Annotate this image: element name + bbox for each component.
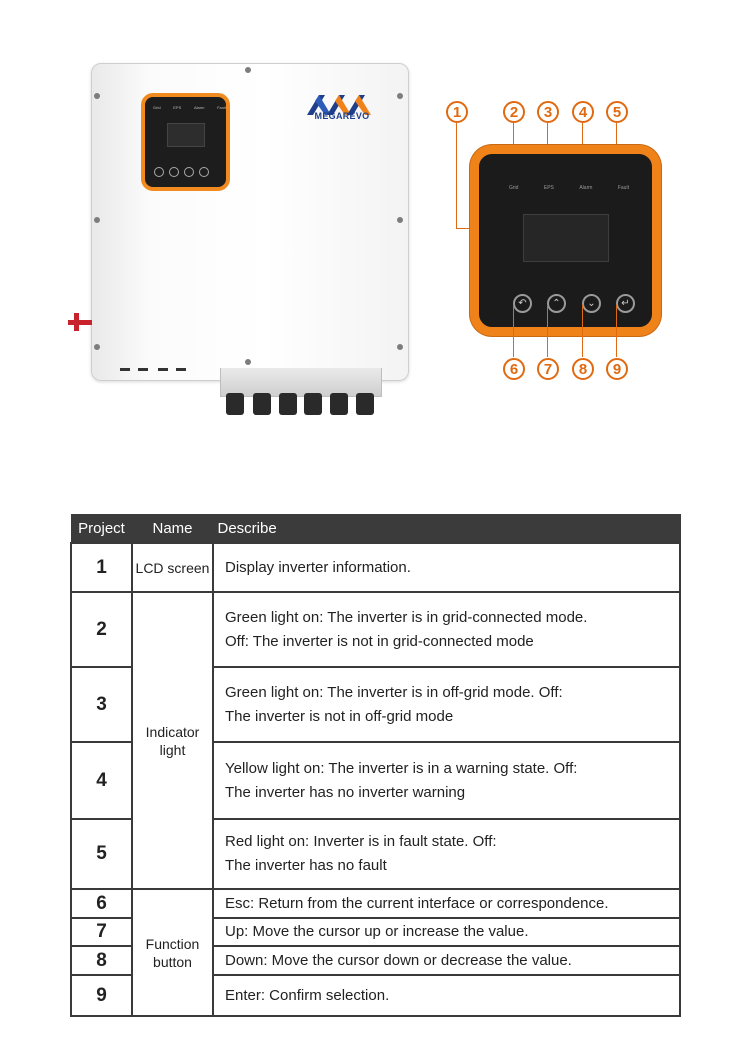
indicator-label-grid: Grid (509, 185, 519, 191)
screw (94, 344, 100, 350)
chevron-down-icon: ⌄ (582, 294, 601, 313)
item-description: Enter: Confirm selection. (212, 974, 681, 1017)
project-number: 7 (70, 917, 133, 947)
callout-4: 4 (572, 101, 594, 123)
callout-1: 1 (446, 101, 468, 123)
item-description: Esc: Return from the current interface o… (212, 888, 681, 919)
callout-8: 8 (572, 358, 594, 380)
enter-icon: ↵ (616, 294, 635, 313)
leader-line (547, 305, 548, 357)
project-number: 9 (70, 974, 133, 1017)
callout-6: 6 (503, 358, 525, 380)
table-row: 6 Function button Esc: Return from the c… (70, 888, 681, 1017)
item-name: Indicator light (131, 591, 214, 890)
leader-line (616, 305, 617, 357)
chevron-up-icon: ⌃ (547, 294, 566, 313)
indicator-labels: Grid EPS Alarm Fault (153, 105, 226, 110)
item-description: Display inverter information. (212, 542, 681, 593)
item-description: Red light on: Inverter is in fault state… (212, 818, 681, 890)
project-number: 5 (70, 818, 133, 890)
callout-5: 5 (606, 101, 628, 123)
table-row: 2 Indicator light Green light on: The in… (70, 591, 681, 890)
project-number: 2 (70, 591, 133, 668)
indicator-label-eps: EPS (173, 105, 182, 110)
item-name: Function button (131, 888, 214, 1017)
project-number: 4 (70, 741, 133, 820)
table-row: 5 Red light on: Inverter is in fault sta… (70, 818, 681, 890)
item-name: LCD screen (131, 542, 214, 593)
display-panel-closeup: Grid EPS Alarm Fault ↶ ⌃ ⌄ ↵ (470, 145, 661, 336)
leader-line (513, 305, 514, 357)
indicator-label-fault: Fault (617, 185, 629, 191)
table-row: 9 Enter: Confirm selection. (70, 974, 681, 1017)
table-row: 7 Up: Move the cursor up or increase the… (70, 917, 681, 947)
item-description: Down: Move the cursor down or decrease t… (212, 945, 681, 976)
leader-line (456, 123, 457, 229)
project-number: 1 (70, 542, 133, 593)
screw (94, 93, 100, 99)
project-number: 6 (70, 888, 133, 919)
ground-terminal (68, 313, 92, 331)
table-row: 3 Green light on: The inverter is in off… (70, 666, 681, 743)
indicator-labels-closeup: Grid EPS Alarm Fault (509, 185, 629, 191)
screw (94, 217, 100, 223)
indicator-label-alarm: Alarm (193, 105, 205, 110)
project-number: 3 (70, 666, 133, 743)
callout-3: 3 (537, 101, 559, 123)
lcd-screen (167, 123, 205, 147)
lcd-screen-closeup (523, 214, 609, 262)
back-arrow-icon: ↶ (513, 294, 532, 313)
screw (245, 67, 251, 73)
screw (245, 359, 251, 365)
indicator-label-fault: Fault (217, 105, 226, 110)
screw (397, 217, 403, 223)
screw (397, 93, 403, 99)
table-row: 4 Yellow light on: The inverter is in a … (70, 741, 681, 820)
table-header-row: Project Name Describe (70, 514, 681, 544)
project-number: 8 (70, 945, 133, 976)
down-button (184, 167, 194, 177)
table-row: 1 LCD screen Display inverter informatio… (70, 542, 681, 593)
enter-button (199, 167, 209, 177)
table-row: 8 Down: Move the cursor down or decrease… (70, 945, 681, 976)
screw (397, 344, 403, 350)
item-description: Green light on: The inverter is in off-g… (212, 666, 681, 743)
leader-line (582, 305, 583, 357)
callout-2: 2 (503, 101, 525, 123)
panel-buttons (154, 167, 209, 177)
item-description: Yellow light on: The inverter is in a wa… (212, 741, 681, 820)
brand-name: MEGAREVO (314, 111, 370, 121)
up-button (169, 167, 179, 177)
indicator-label-grid: Grid (153, 105, 161, 110)
indicator-label-alarm: Alarm (579, 185, 593, 191)
header-name: Name (131, 514, 214, 544)
inverter-connector-box (220, 368, 382, 397)
function-description-table: Project Name Describe 1 LCD screen Displ… (70, 514, 681, 1017)
item-description: Green light on: The inverter is in grid-… (212, 591, 681, 668)
esc-button (154, 167, 164, 177)
indicator-label-eps: EPS (543, 185, 554, 191)
header-describe: Describe (212, 514, 681, 544)
callout-7: 7 (537, 358, 559, 380)
header-project: Project (70, 514, 133, 544)
megarevo-logo-icon (307, 95, 371, 115)
callout-9: 9 (606, 358, 628, 380)
inverter-display-panel: Grid EPS Alarm Fault (141, 93, 230, 191)
item-description: Up: Move the cursor up or increase the v… (212, 917, 681, 947)
